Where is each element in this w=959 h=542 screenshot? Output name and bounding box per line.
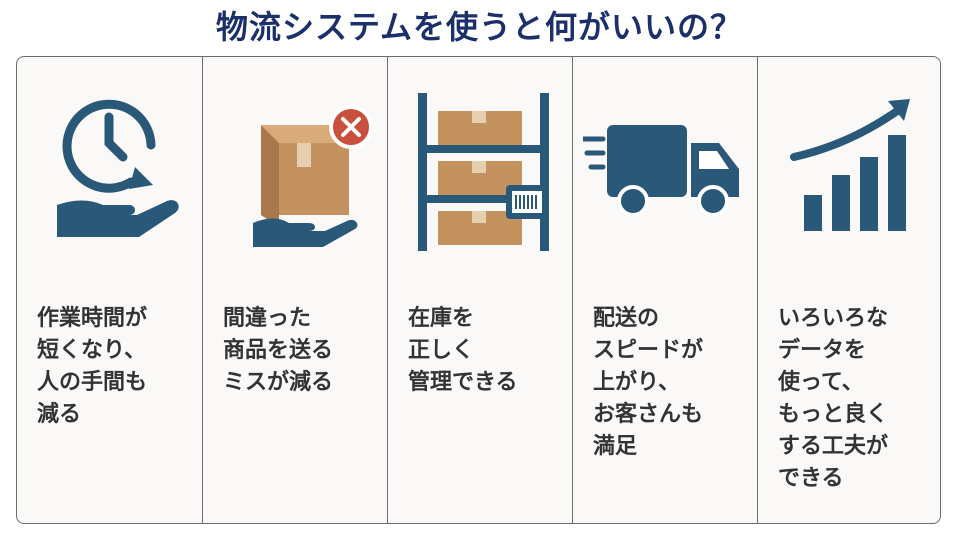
clock-hand-icon [27,77,192,252]
benefit-column-inventory: 在庫を 正しく 管理できる [387,57,572,523]
benefit-column-delivery: 配送の スピードが 上がり、 お客さんも 満足 [572,57,757,523]
benefit-text: 在庫を 正しく 管理できる [408,306,518,395]
box-error-hand-icon [213,77,378,252]
page-title: 物流システムを使うと何がいいの？ [215,8,744,46]
benefits-panel: 作業時間が 短くなり、 人の手間も 減る 間違った 商品を送る ミスが減る [16,56,941,524]
benefit-column-time: 作業時間が 短くなり、 人の手間も 減る [17,57,202,523]
benefit-text: いろいろな データを 使って、 もっと良く する工夫が できる [778,306,889,491]
warehouse-shelf-icon [398,77,563,252]
benefit-text: 間違った 商品を送る ミスが減る [223,306,334,395]
benefit-text: 作業時間が 短くなり、 人の手間も 減る [37,306,148,427]
delivery-truck-icon [583,77,748,252]
benefit-column-data: いろいろな データを 使って、 もっと良く する工夫が できる [757,57,940,523]
growth-chart-icon [768,77,933,252]
benefit-column-errors: 間違った 商品を送る ミスが減る [202,57,387,523]
benefit-text: 配送の スピードが 上がり、 お客さんも 満足 [593,306,704,459]
